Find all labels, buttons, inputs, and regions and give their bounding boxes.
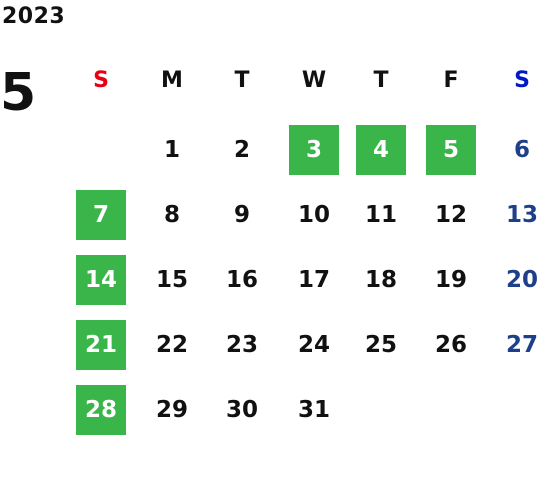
day-28: 28 [76, 385, 126, 435]
day-23: 23 [225, 332, 258, 358]
day-3: 3 [289, 125, 339, 175]
weekday-monday: M [161, 67, 183, 93]
day-29: 29 [155, 397, 188, 423]
day-4: 4 [356, 125, 406, 175]
day-22: 22 [155, 332, 188, 358]
day-24: 24 [297, 332, 330, 358]
weekday-tuesday: T [234, 67, 250, 93]
day-20: 20 [505, 267, 538, 293]
day-7: 7 [76, 190, 126, 240]
day-9: 9 [233, 202, 250, 228]
day-27: 27 [505, 332, 538, 358]
day-26: 26 [434, 332, 467, 358]
weekday-wednesday: W [301, 67, 327, 93]
day-30: 30 [225, 397, 258, 423]
weekday-saturday: S [514, 67, 530, 93]
weekday-sunday: S [93, 67, 109, 93]
day-11: 11 [364, 202, 397, 228]
day-19: 19 [434, 267, 467, 293]
calendar-month: 5 [0, 63, 37, 123]
day-10: 10 [297, 202, 330, 228]
weekday-friday: F [443, 67, 459, 93]
day-17: 17 [297, 267, 330, 293]
weekday-thursday: T [373, 67, 389, 93]
day-14: 14 [76, 255, 126, 305]
calendar-year: 2023 [2, 4, 66, 29]
day-15: 15 [155, 267, 188, 293]
day-8: 8 [163, 202, 180, 228]
day-1: 1 [163, 137, 180, 163]
day-21: 21 [76, 320, 126, 370]
day-31: 31 [297, 397, 330, 423]
day-18: 18 [364, 267, 397, 293]
day-25: 25 [364, 332, 397, 358]
day-12: 12 [434, 202, 467, 228]
day-6: 6 [513, 137, 530, 163]
day-5: 5 [426, 125, 476, 175]
day-13: 13 [505, 202, 538, 228]
day-2: 2 [233, 137, 250, 163]
day-16: 16 [225, 267, 258, 293]
